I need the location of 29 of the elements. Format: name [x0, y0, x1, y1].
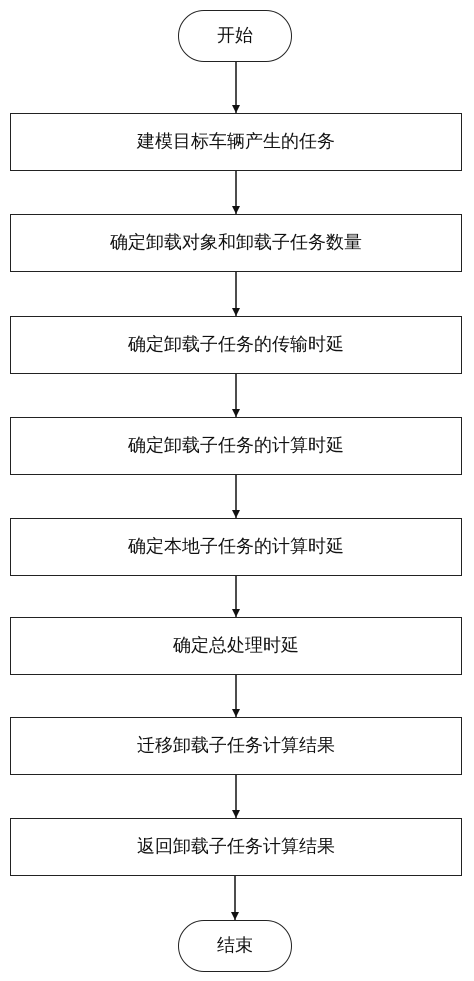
node-label: 迁移卸载子任务计算结果: [137, 735, 335, 757]
node-label: 建模目标车辆产生的任务: [137, 131, 335, 153]
node-label: 开始: [217, 25, 253, 47]
node-label: 确定本地子任务的计算时延: [128, 536, 344, 558]
node-label: 确定卸载子任务的传输时延: [128, 334, 344, 356]
arrow: [232, 675, 240, 717]
arrow: [232, 272, 240, 316]
arrow: [232, 62, 240, 113]
process-box: [10, 818, 462, 876]
arrow: [232, 475, 240, 518]
process-box: [10, 717, 462, 775]
arrow: [232, 775, 240, 818]
node-label: 结束: [217, 935, 253, 957]
terminal-node: [178, 10, 292, 62]
node-label: 确定卸载子任务的计算时延: [128, 435, 344, 457]
node-label: 确定总处理时延: [173, 635, 299, 657]
arrow: [231, 876, 239, 920]
process-box: [10, 617, 462, 675]
arrow: [232, 374, 240, 417]
arrow: [232, 171, 240, 214]
terminal-node: [178, 920, 292, 972]
process-box: [10, 316, 462, 374]
arrow: [232, 576, 240, 617]
node-label: 返回卸载子任务计算结果: [137, 836, 335, 858]
node-label: 确定卸载对象和卸载子任务数量: [110, 232, 362, 254]
process-box: [10, 214, 462, 272]
process-box: [10, 518, 462, 576]
process-box: [10, 417, 462, 475]
process-box: [10, 113, 462, 171]
